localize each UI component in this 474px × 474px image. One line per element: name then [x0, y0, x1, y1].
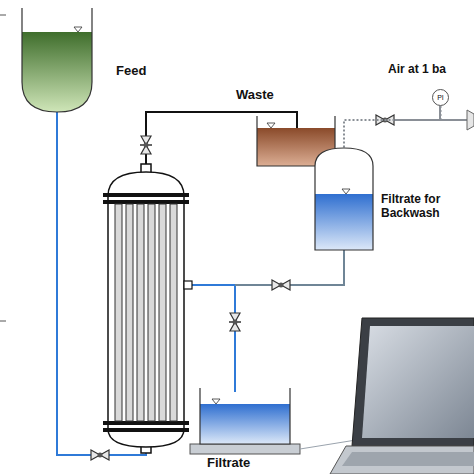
axis-tick: [0, 321, 6, 322]
feed-pipe: [57, 110, 146, 455]
pressure-gauge: PI: [432, 89, 449, 106]
backwash-tank: Filtrate for Backwash: [315, 148, 467, 250]
tank-outline: [22, 8, 92, 112]
tank-liquid: [22, 32, 92, 112]
membrane-module: [103, 164, 192, 453]
balance-scale: [190, 444, 300, 454]
tank-label: Filtrate: [207, 456, 250, 471]
valve-symbol: [140, 136, 152, 154]
filtrate-pipe: [184, 285, 235, 392]
air-line: [344, 106, 441, 148]
annotation-label: Air at 1 ba: [388, 62, 446, 76]
valve-symbol: [91, 450, 109, 460]
level-marker: [212, 399, 220, 404]
tank-outline: [315, 148, 373, 250]
tank-label: Waste: [236, 88, 274, 103]
tank-body: [315, 148, 373, 250]
valve-symbol: [272, 280, 290, 290]
tank-label: Filtrate for Backwash: [381, 193, 467, 221]
tank-label: Feed: [116, 64, 146, 79]
gauge-stem: [439, 106, 441, 120]
filtrate-tank: Filtrate: [200, 388, 290, 471]
tank-liquid: [315, 194, 373, 250]
level-marker: [74, 27, 82, 32]
compressor-symbol: [467, 110, 474, 130]
tank-liquid: [200, 404, 290, 444]
feed-tank: Feed: [22, 8, 146, 112]
gauge-label: PI: [437, 94, 444, 101]
level-marker: [267, 123, 275, 128]
tank-shape: [22, 8, 92, 112]
tank-shape: [315, 148, 373, 250]
tank-shape: [200, 388, 290, 444]
tank-outline: [200, 388, 290, 444]
axis-tick: [0, 15, 6, 16]
valve-symbol: [229, 313, 241, 331]
level-marker: [342, 189, 350, 194]
laptop-computer: [330, 318, 474, 474]
